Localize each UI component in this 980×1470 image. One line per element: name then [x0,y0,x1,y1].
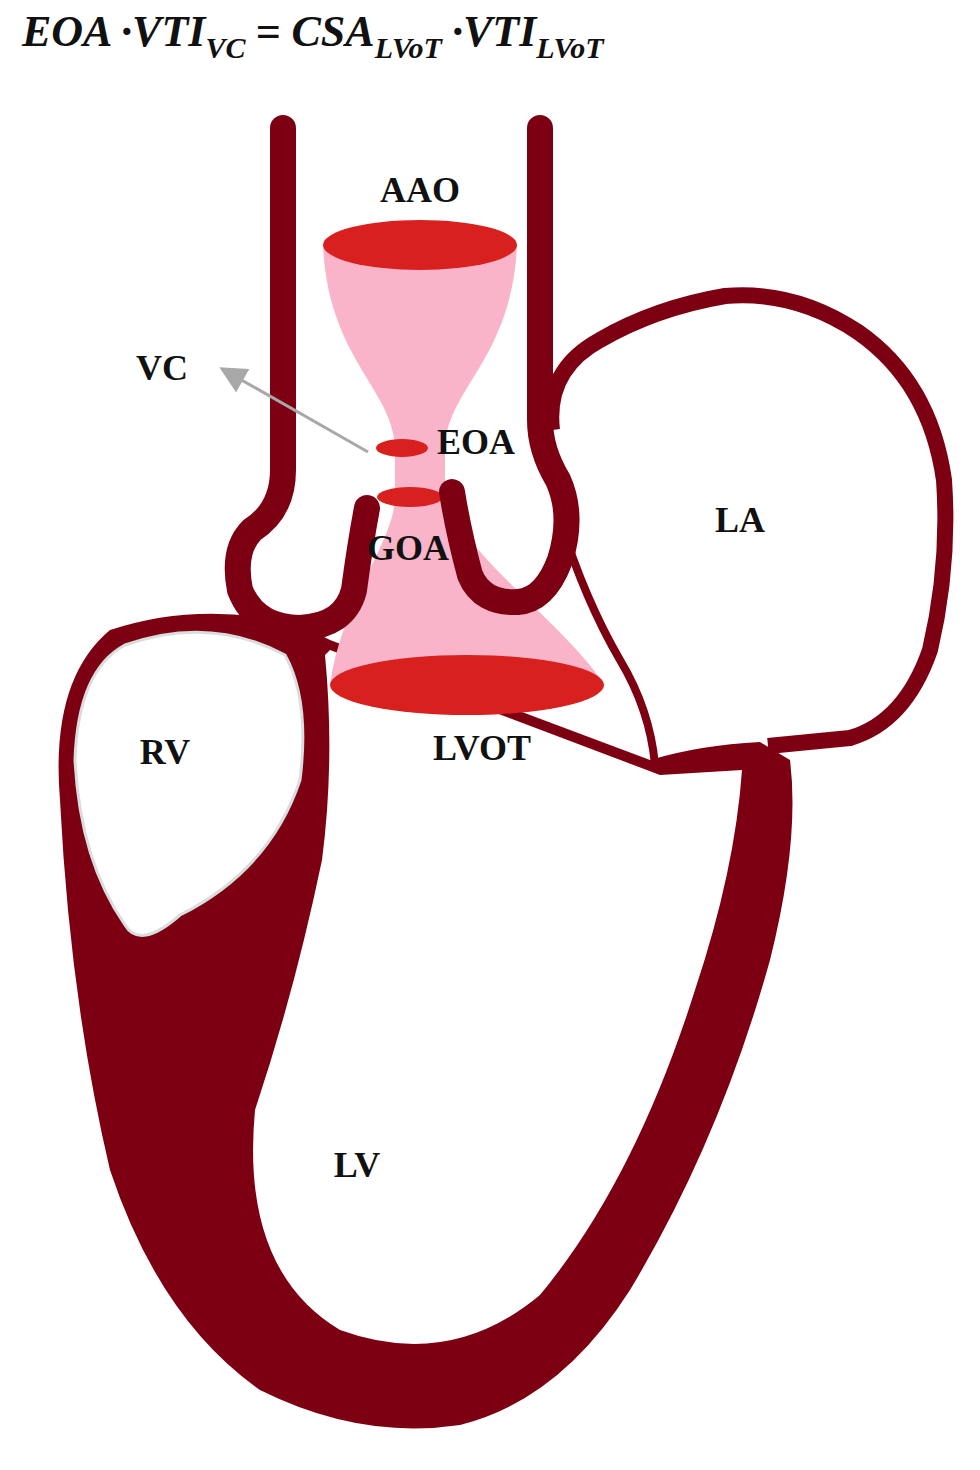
anatomy-label: LA [715,502,765,538]
left-atrium [551,295,945,746]
anatomy-label: RV [140,734,191,770]
eoa-section [376,439,428,457]
anatomy-label: LVOT [433,730,531,766]
myocardium [59,614,793,1429]
formula-part: LVoT [375,31,442,65]
anatomy-label: VC [136,350,188,386]
aao-section [323,220,517,270]
formula: EOA ·VTIVC= CSALVoT·VTILVoT [22,6,604,57]
aorta-left-wall [238,128,367,628]
lvot-section [330,655,604,715]
mitral-leaflet [668,754,738,770]
formula-part: EOA ·VTI [22,6,205,57]
vc-leader [224,370,368,452]
lv-cavity [253,650,742,1344]
formula-part: LVoT [536,31,603,65]
formula-part: ·VTI [452,6,536,57]
anatomy-label: EOA [437,424,515,460]
goa-section [377,487,443,507]
formula-part: VC [205,31,245,65]
rv-cavity [75,632,303,935]
formula-part: = CSA [255,6,374,57]
anatomy-label: LV [334,1147,381,1183]
anatomy-label: GOA [367,530,449,566]
aorta-right-wall [452,128,567,602]
anatomy-label: AAO [380,172,460,208]
